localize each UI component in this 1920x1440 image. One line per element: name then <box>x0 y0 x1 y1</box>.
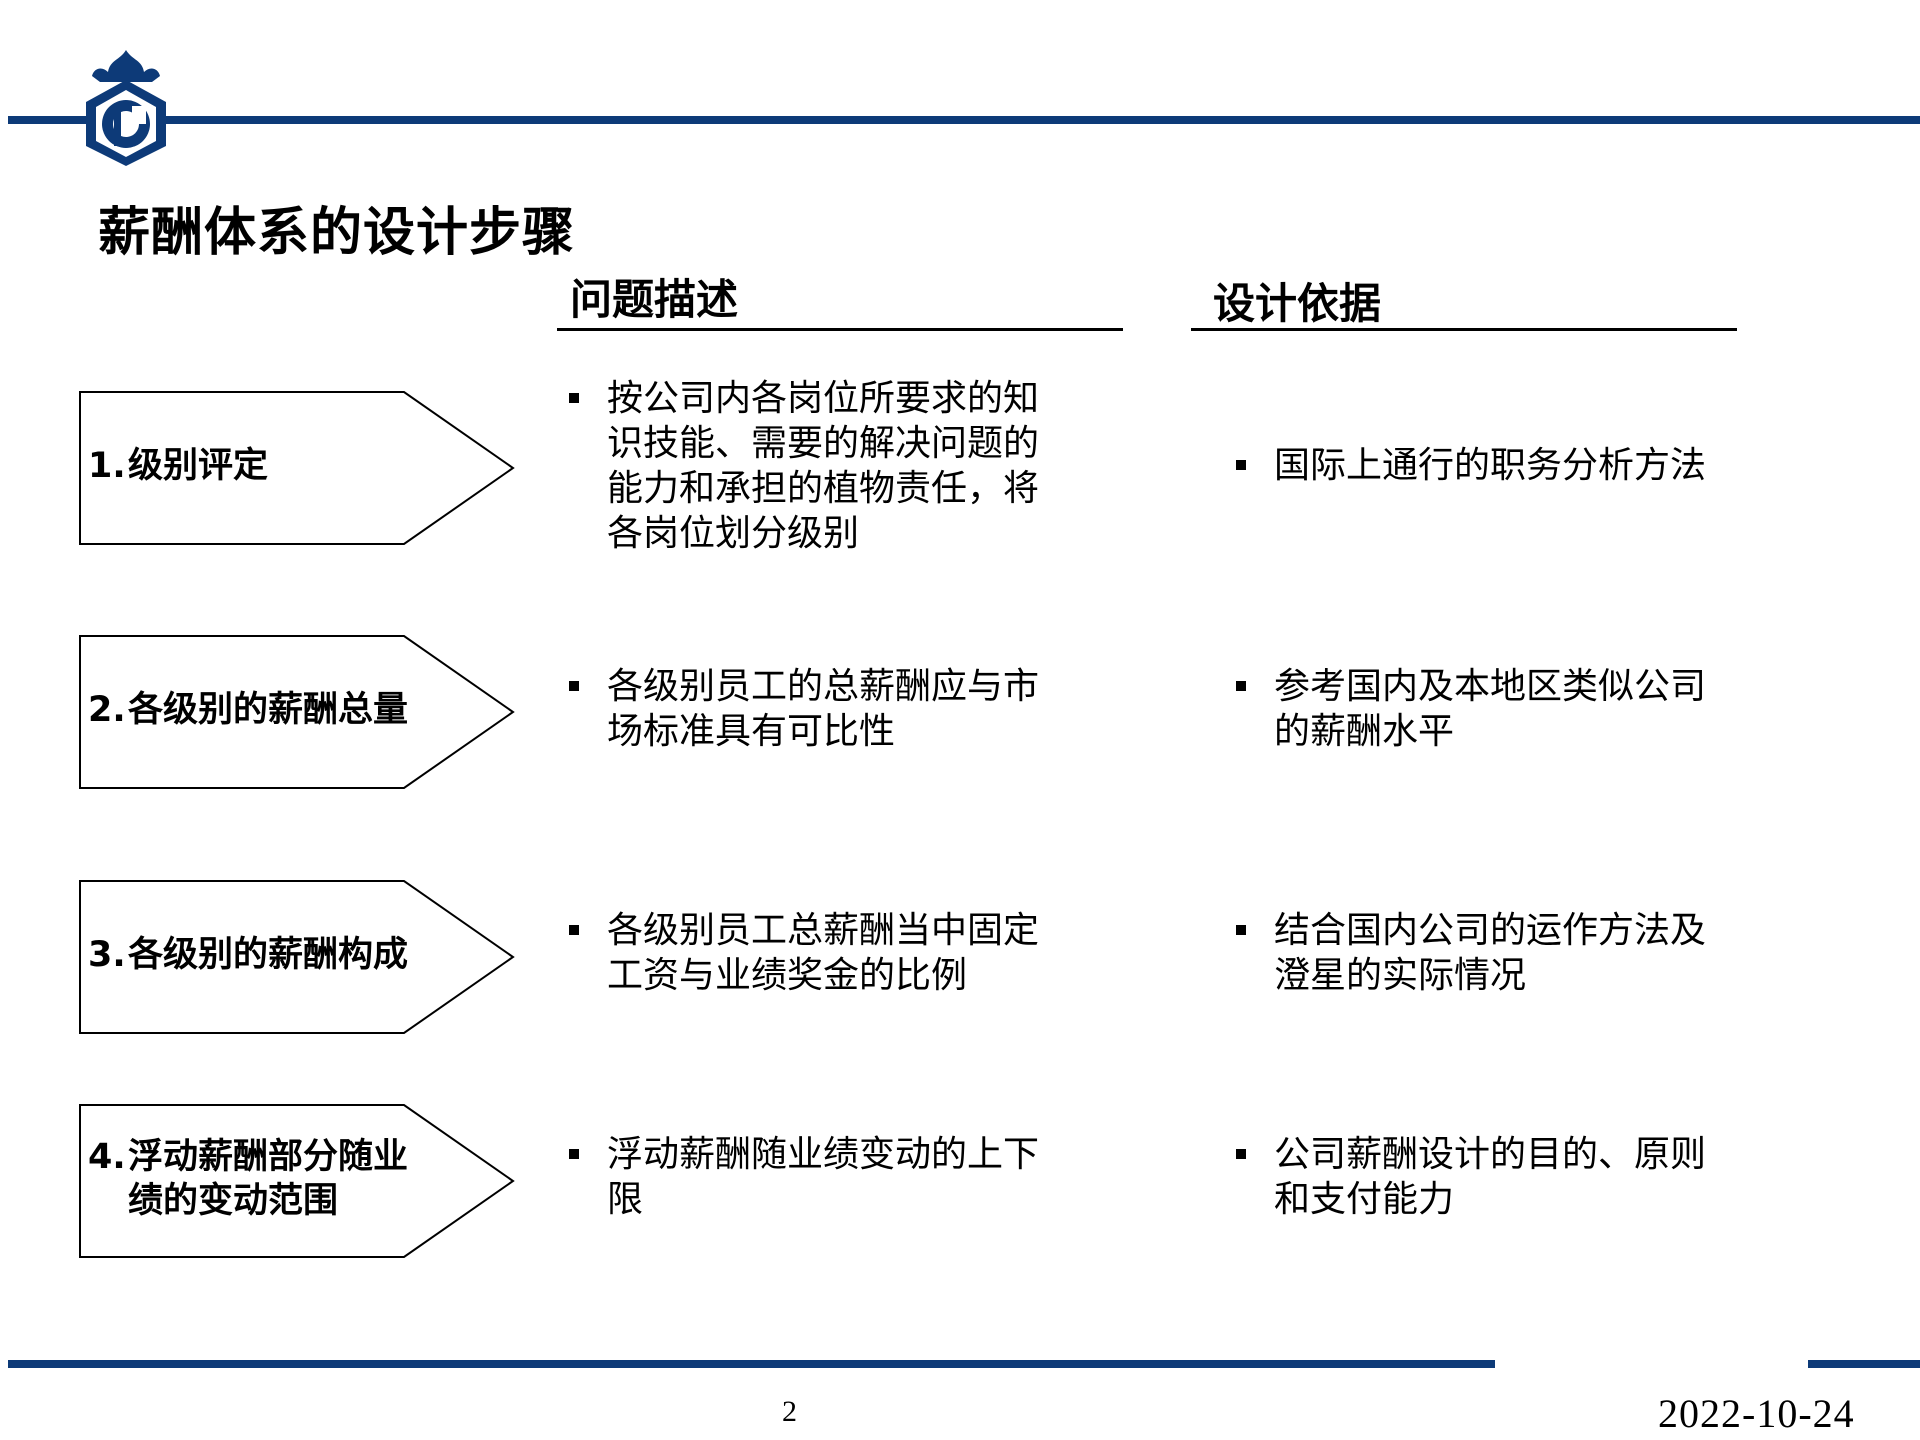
basis-text: 结合国内公司的运作方法及 澄星的实际情况 <box>1274 910 1707 996</box>
bullet-icon <box>569 681 579 691</box>
footer-rule-left <box>8 1360 1495 1368</box>
step-number: 2. <box>88 690 126 730</box>
bullet-icon <box>1236 460 1246 470</box>
basis-cell-3: 结合国内公司的运作方法及 澄星的实际情况 <box>1236 908 1707 998</box>
problem-text: 浮动薪酬随业绩变动的上下 限 <box>607 1134 1040 1220</box>
step-title: 级别评定 <box>128 446 269 486</box>
footer-rule-right <box>1808 1360 1920 1368</box>
step-label: 2.各级别的薪酬总量 <box>88 688 408 732</box>
step-title-line-1: 浮动薪酬部分随业 <box>128 1137 409 1177</box>
pentagon-arrow-shape <box>79 391 515 545</box>
step-arrow-2: 2.各级别的薪酬总量 <box>78 634 516 790</box>
basis-cell-4: 公司薪酬设计的目的、原则 和支付能力 <box>1236 1132 1707 1222</box>
step-label: 4.浮动薪酬部分随业 绩的变动范围 <box>88 1135 408 1223</box>
step-arrow-1: 1.级别评定 <box>78 390 516 546</box>
basis-text: 参考国内及本地区类似公司 的薪酬水平 <box>1274 666 1707 752</box>
step-number: 3. <box>88 935 126 975</box>
bullet-icon <box>1236 925 1246 935</box>
column-underline-basis <box>1191 328 1737 331</box>
bullet-icon <box>569 925 579 935</box>
problem-cell-3: 各级别员工总薪酬当中固定 工资与业绩奖金的比例 <box>569 908 1040 998</box>
bullet-icon <box>569 393 579 403</box>
column-header-problem: 问题描述 <box>570 275 739 324</box>
step-number: 4. <box>88 1137 126 1177</box>
basis-text: 公司薪酬设计的目的、原则 和支付能力 <box>1274 1134 1707 1220</box>
column-header-basis: 设计依据 <box>1213 279 1382 328</box>
pentagon-arrow-shape <box>79 635 515 789</box>
step-title-line-2: 绩的变动范围 <box>128 1181 339 1221</box>
footer-date: 2022-10-24 <box>1658 1391 1855 1436</box>
basis-cell-2: 参考国内及本地区类似公司 的薪酬水平 <box>1236 664 1707 754</box>
step-title: 各级别的薪酬总量 <box>128 690 409 730</box>
pentagon-arrow-shape <box>79 880 515 1034</box>
problem-cell-1: 按公司内各岗位所要求的知 识技能、需要的解决问题的 能力和承担的植物责任，将 各… <box>569 376 1040 556</box>
pentagon-arrow-shape <box>79 1104 515 1258</box>
step-label: 1.级别评定 <box>88 444 268 488</box>
step-arrow-4: 4.浮动薪酬部分随业 绩的变动范围 <box>78 1103 516 1259</box>
page-number: 2 <box>782 1395 797 1428</box>
step-arrow-3: 3.各级别的薪酬构成 <box>78 879 516 1035</box>
header-rule <box>8 116 1920 124</box>
step-title: 各级别的薪酬构成 <box>128 935 409 975</box>
step-number: 1. <box>88 446 126 486</box>
bullet-icon <box>1236 1149 1246 1159</box>
step-label: 3.各级别的薪酬构成 <box>88 933 408 977</box>
problem-cell-4: 浮动薪酬随业绩变动的上下 限 <box>569 1132 1040 1222</box>
problem-text: 各级别员工总薪酬当中固定 工资与业绩奖金的比例 <box>607 910 1040 996</box>
problem-cell-2: 各级别员工的总薪酬应与市 场标准具有可比性 <box>569 664 1040 754</box>
problem-text: 各级别员工的总薪酬应与市 场标准具有可比性 <box>607 666 1040 752</box>
problem-text: 按公司内各岗位所要求的知 识技能、需要的解决问题的 能力和承担的植物责任，将 各… <box>607 378 1040 554</box>
basis-text: 国际上通行的职务分析方法 <box>1274 445 1707 486</box>
page-title: 薪酬体系的设计步骤 <box>98 203 576 263</box>
basis-cell-1: 国际上通行的职务分析方法 <box>1236 443 1707 488</box>
bullet-icon <box>569 1149 579 1159</box>
column-underline-problem <box>557 328 1123 331</box>
company-logo-icon <box>80 46 172 168</box>
bullet-icon <box>1236 681 1246 691</box>
